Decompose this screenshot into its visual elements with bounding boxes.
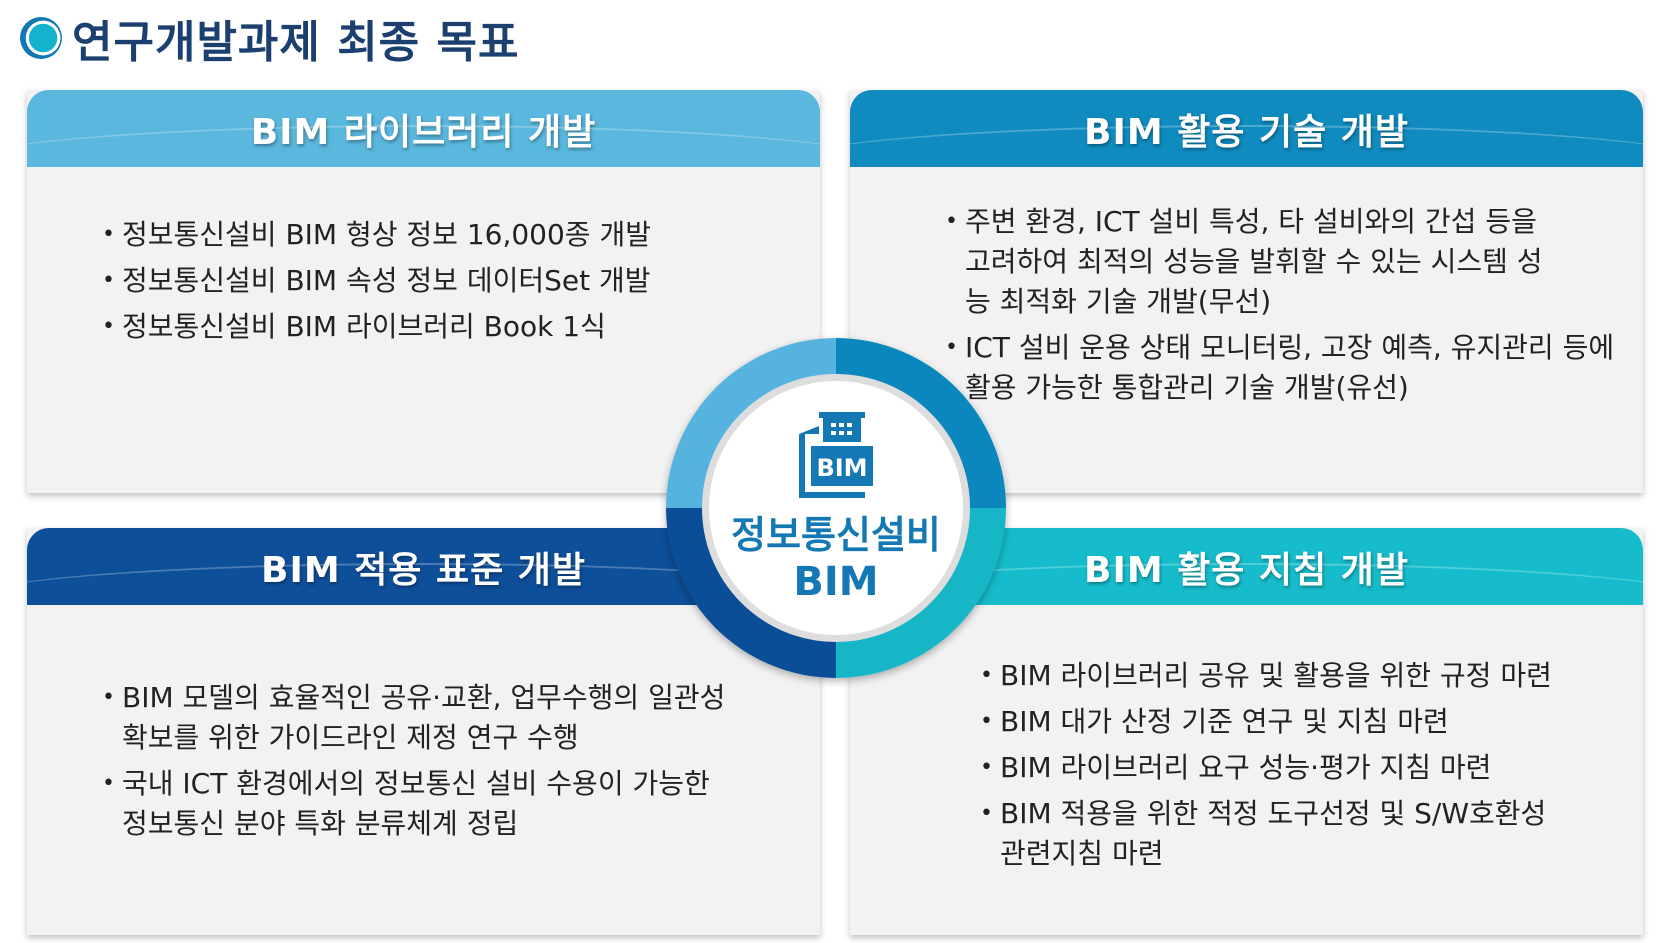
panel-list: 주변 환경, ICT 설비 특성, 타 설비와의 간섭 등을 고려하여 최적의 … (945, 202, 1635, 414)
panel-header: BIM 활용 기술 개발 (850, 90, 1643, 167)
page-title-text: 연구개발과제 최종 목표 (72, 17, 520, 68)
center-sublabel: BIM (793, 558, 879, 605)
panel-guideline: BIM 활용 지침 개발 BIM 라이브러리 공유 및 활용을 위한 규정 마련… (850, 528, 1643, 935)
list-item: 정보통신설비 BIM 라이브러리 Book 1식 (102, 304, 782, 350)
list-item: BIM 대가 산정 기준 연구 및 지침 마련 (980, 702, 1580, 742)
list-item: ICT 설비 운용 상태 모니터링, 고장 예측, 유지관리 등에 활용 가능한… (945, 328, 1625, 408)
bullet-circle-icon (20, 17, 62, 59)
list-item: 정보통신설비 BIM 형상 정보 16,000종 개발 (102, 212, 782, 258)
panel-header: BIM 라이브러리 개발 (27, 90, 820, 167)
list-item: 국내 ICT 환경에서의 정보통신 설비 수용이 가능한 정보통신 분야 특화 … (102, 764, 742, 844)
list-item: 주변 환경, ICT 설비 특성, 타 설비와의 간섭 등을 고려하여 최적의 … (945, 202, 1565, 322)
list-item: BIM 라이브러리 요구 성능·평가 지침 마련 (980, 748, 1580, 788)
panel-library: BIM 라이브러리 개발 정보통신설비 BIM 형상 정보 16,000종 개발… (27, 90, 820, 493)
panel-list: BIM 모델의 효율적인 공유·교환, 업무수행의 일관성 확보를 위한 가이드… (102, 678, 742, 850)
list-item: 정보통신설비 BIM 속성 정보 데이터Set 개발 (102, 258, 782, 304)
svg-text:BIM: BIM (816, 454, 867, 482)
list-item: BIM 적용을 위한 적정 도구선정 및 S/W호환성 관련지침 마련 (980, 794, 1580, 874)
panel-list: 정보통신설비 BIM 형상 정보 16,000종 개발 정보통신설비 BIM 속… (102, 212, 782, 350)
list-item: BIM 모델의 효율적인 공유·교환, 업무수행의 일관성 확보를 위한 가이드… (102, 678, 742, 758)
center-label: 정보통신설비 (731, 512, 941, 557)
page-title: 연구개발과제 최종 목표 (20, 6, 519, 70)
building-bim-icon: BIM (799, 411, 873, 498)
panel-list: BIM 라이브러리 공유 및 활용을 위한 규정 마련 BIM 대가 산정 기준… (980, 656, 1580, 880)
center-badge: BIM 정보통신설비 BIM (666, 338, 1006, 678)
list-item: BIM 라이브러리 공유 및 활용을 위한 규정 마련 (980, 656, 1580, 696)
center-badge-inner: BIM 정보통신설비 BIM (702, 374, 970, 642)
